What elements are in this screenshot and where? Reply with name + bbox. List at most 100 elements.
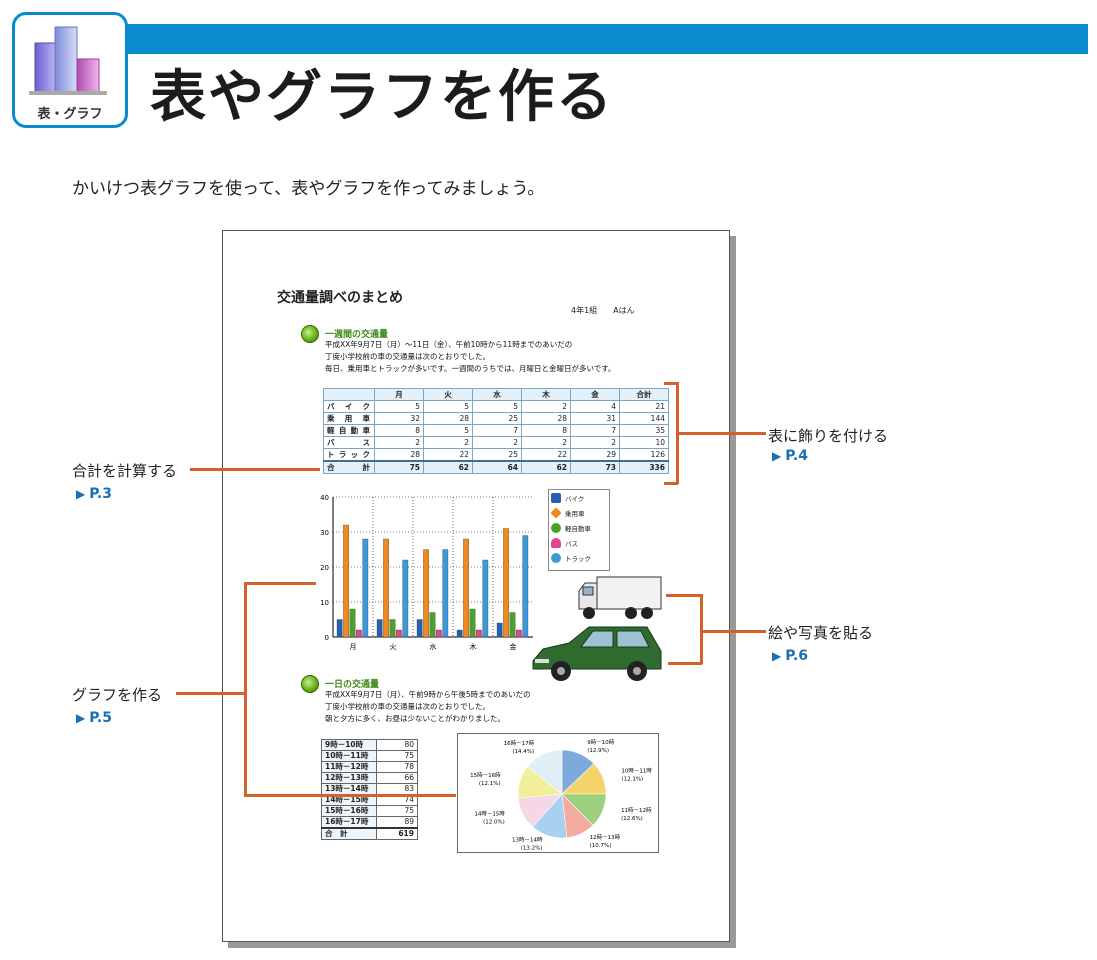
intro-text: かいけつ表グラフを使って、表やグラフを作ってみましょう。	[72, 179, 545, 199]
section-bullet-icon	[301, 325, 319, 343]
table-cell: 21	[619, 400, 669, 413]
bar	[356, 629, 362, 638]
club-icon	[551, 522, 561, 533]
page-ref[interactable]: ▶P.6	[772, 648, 808, 664]
row-label: 12時－13時	[321, 772, 377, 784]
section1-line: 毎日、乗用車とトラックが多いです。一週間のうちでは、月曜日と金曜日が多いです。	[325, 364, 616, 373]
table-cell: 89	[376, 816, 418, 829]
table-header-cell: 水	[472, 388, 522, 401]
table-row: バス 2 2 2 2 2 10	[323, 436, 669, 449]
table-cell: 80	[376, 739, 418, 751]
x-tick-label: 月	[350, 643, 357, 651]
page-ref-label: P.4	[785, 448, 808, 464]
table-cell: 5	[472, 400, 522, 413]
bar	[442, 549, 449, 638]
pie-pct-label: (12.1%)	[479, 781, 501, 787]
row-label: トラック	[323, 448, 375, 462]
table-cell: 64	[472, 460, 522, 474]
document-sheet: 交通量調べのまとめ 4年1組 Aはん 一週間の交通量 平成XX年9月7日（月）～…	[222, 230, 730, 942]
table-header-cell: 木	[521, 388, 571, 401]
page-ref-label: P.3	[89, 486, 112, 502]
bar	[469, 608, 476, 638]
table-cell: 144	[619, 412, 669, 425]
bar	[389, 619, 396, 638]
page-title: 表やグラフを作る	[150, 65, 614, 130]
table-cell: 83	[376, 783, 418, 795]
table-cell: 7	[472, 424, 522, 437]
table-cell: 336	[619, 460, 669, 474]
bar	[402, 559, 409, 638]
bar-chart-icon	[29, 26, 107, 95]
page-ref[interactable]: ▶P.4	[772, 448, 808, 464]
callout-make-graph: グラフを作る	[72, 686, 163, 704]
connector-line	[190, 468, 320, 471]
table-header-cell: 合計	[619, 388, 669, 401]
section2-heading: 一日の交通量	[325, 680, 380, 690]
table-cell: 2	[423, 436, 473, 449]
row-label: 10時－11時	[321, 750, 377, 762]
section2-line: 丁度小学校前の車の交通量は次のとおりでした。	[325, 702, 490, 711]
bracket-line	[244, 582, 316, 585]
table-cell: 2	[570, 436, 620, 449]
table-cell: 10	[619, 436, 669, 449]
legend-label: 乗用車	[565, 509, 585, 518]
table-cell: 25	[472, 412, 522, 425]
bar	[516, 629, 522, 638]
legend-item: 乗用車	[549, 505, 609, 520]
bar	[522, 535, 529, 638]
car-image	[532, 626, 662, 681]
y-tick-label: 30	[320, 529, 329, 537]
bracket-line	[664, 482, 678, 485]
row-label: バス	[323, 436, 375, 449]
table-cell: 619	[376, 827, 418, 840]
triangle-right-icon: ▶	[76, 711, 86, 725]
table-cell: 25	[472, 448, 522, 462]
table-cell: 75	[374, 460, 424, 474]
table-cell: 28	[423, 412, 473, 425]
section1-heading: 一週間の交通量	[325, 330, 389, 340]
weekly-bar-chart: 010203040月火水木金	[320, 494, 533, 651]
table-cell: 5	[423, 400, 473, 413]
table-total-row: 合 計 75 62 64 62 73 336	[323, 460, 669, 474]
x-tick-label: 火	[390, 643, 397, 651]
bar	[503, 528, 509, 638]
pie-label: 10時－11時	[621, 767, 652, 775]
diamond-icon	[550, 506, 562, 519]
bar	[456, 629, 463, 638]
bar	[509, 612, 516, 638]
table-cell: 22	[423, 448, 473, 462]
legend-label: バイク	[565, 494, 585, 503]
pie-pct-label: (12.0%)	[483, 819, 505, 825]
page-ref[interactable]: ▶P.3	[76, 486, 112, 502]
table-cell: 32	[374, 412, 424, 425]
bracket-line	[244, 582, 247, 796]
callout-paste-image: 絵や写真を貼る	[768, 624, 874, 642]
row-label: 乗用車	[323, 412, 375, 425]
table-cell: 62	[423, 460, 473, 474]
triangle-right-icon: ▶	[772, 449, 782, 463]
table-cell: 8	[521, 424, 571, 437]
legend-item: バス	[549, 535, 609, 550]
pie-label: 11時－12時	[621, 806, 652, 814]
pie-label: 16時－17時	[504, 739, 535, 747]
x-tick-label: 木	[470, 642, 477, 651]
pie-pct-label: (12.9%)	[587, 748, 609, 754]
table-cell: 2	[521, 436, 571, 449]
bracket-line	[668, 662, 702, 665]
legend-label: 軽自動車	[565, 524, 591, 533]
bar	[482, 559, 489, 638]
bar	[362, 538, 369, 638]
page-ref[interactable]: ▶P.5	[76, 710, 112, 726]
table-cell: 5	[423, 424, 473, 437]
section2-line: 平成XX年9月7日（月）、午前9時から午後5時までのあいだの	[325, 690, 531, 699]
table-cell: 126	[619, 448, 669, 462]
row-label: 13時－14時	[321, 783, 377, 795]
pie-label: 12時－13時	[590, 833, 621, 841]
table-cell: 75	[376, 805, 418, 817]
